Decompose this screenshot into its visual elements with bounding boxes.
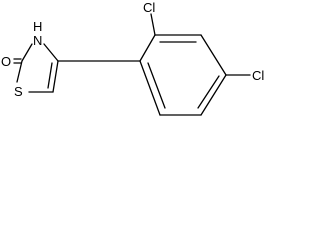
- bond-c2-n3: [21, 43, 33, 62]
- bond-c4-c5-inner: [47, 62, 53, 89]
- bond-n3-c4: [43, 43, 59, 62]
- bond-inner-2: [197, 75, 220, 109]
- bond-c4-c5: [52, 60, 59, 93]
- bond-s-c2: [16, 60, 23, 83]
- atom-oxygen: O: [1, 54, 11, 69]
- bond-b6-b1: [139, 60, 161, 116]
- bond-b2-cl1: [150, 13, 156, 36]
- structure-diagram: O N H S Cl Cl: [1, 0, 264, 116]
- atom-hydrogen: H: [33, 19, 42, 34]
- bond-b1-b2: [139, 34, 156, 62]
- atom-sulfur: S: [14, 84, 23, 99]
- atom-chlorine-2: Cl: [252, 68, 264, 83]
- bond-b3-b4: [200, 34, 227, 76]
- atom-chlorine-1: Cl: [143, 0, 155, 15]
- atom-nitrogen: N: [33, 33, 42, 48]
- bond-inner-3: [147, 62, 166, 109]
- bond-b4-b5: [200, 74, 227, 116]
